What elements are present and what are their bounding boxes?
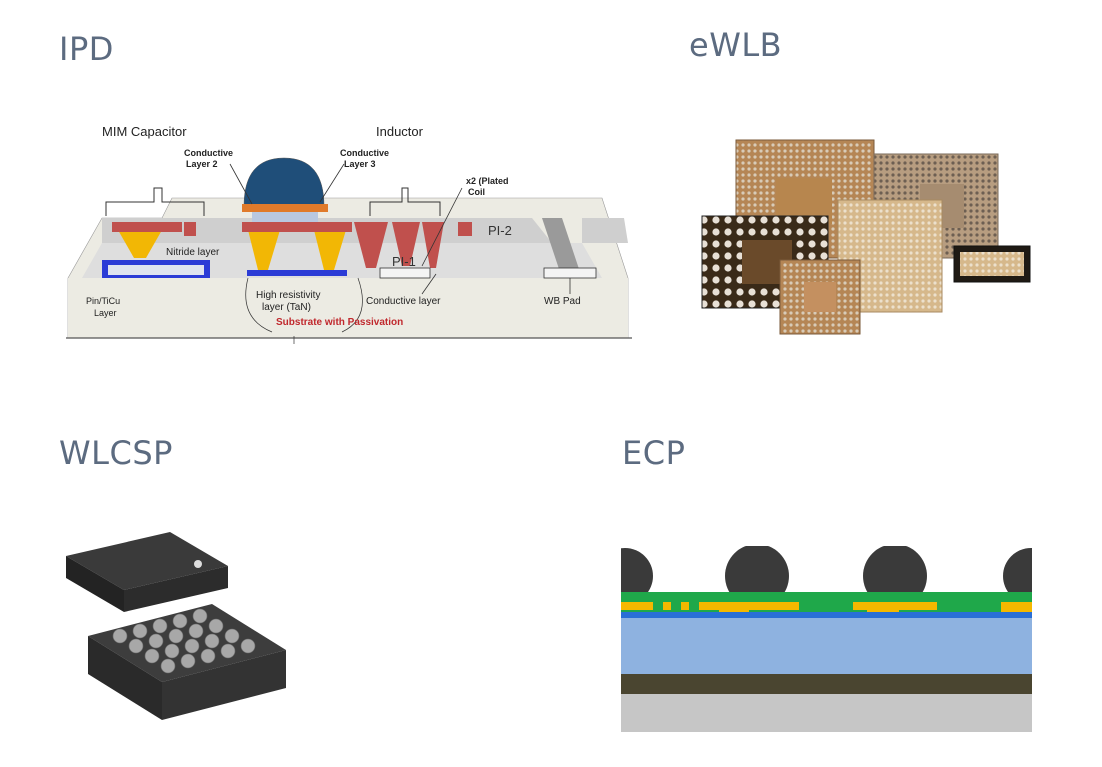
ipd-label-wbpad: WB Pad (544, 296, 581, 307)
wlcsp-image (66, 532, 286, 720)
ipd-label-mim: MIM Capacitor (102, 124, 187, 139)
ewlb-image (701, 139, 1031, 335)
ecp-yellow-pad-left (621, 602, 653, 610)
ipd-gold-funnel-3 (314, 230, 346, 270)
ecp-diagram (621, 546, 1032, 732)
ipd-label-conductive: Conductive layer (366, 296, 441, 307)
wlcsp-pin1-dot (194, 560, 202, 568)
ecp-yellow-dot-1 (663, 602, 671, 610)
ipd-leader-cond3 (319, 163, 345, 203)
ipd-pi-1-layer (82, 243, 602, 278)
ipd-label-pi1: PI-1 (392, 254, 416, 269)
ipd-gold-funnel-1 (118, 230, 162, 258)
ipd-mim-bracket (105, 187, 205, 216)
ipd-substrate-bracket (245, 277, 363, 333)
ipd-label-substrate: Substrate with Passivation (276, 317, 403, 328)
ecp-base-layer (621, 694, 1032, 732)
ewlb-chip-right-small-balls (960, 252, 1024, 276)
ipd-label-pi2: PI-2 (488, 223, 512, 238)
ipd-label-inductor: Inductor (376, 124, 424, 139)
ecp-dark-layer (621, 674, 1032, 694)
ewlb-heading: eWLB (689, 26, 783, 64)
ipd-pad-1 (379, 267, 431, 279)
wlcsp-top-chip-side-left (66, 556, 124, 612)
wlcsp-heading: WLCSP (59, 434, 173, 472)
ipd-blue-layer-left-inner (108, 265, 204, 275)
ipd-substrate-body (68, 278, 628, 338)
ipd-wb-pad (543, 267, 597, 279)
ipd-leader-coil (421, 187, 463, 267)
ecp-silicon-layer (621, 618, 1032, 674)
ipd-metal-small-1 (184, 222, 196, 236)
ipd-gold-funnel-2 (248, 230, 280, 270)
ipd-metal-top-left (112, 222, 182, 232)
ipd-solder-bump (243, 157, 325, 207)
ipd-label-nitride: Nitride layer (166, 247, 220, 258)
ipd-inductor-coil-2 (392, 222, 420, 266)
ecp-ball-1 (621, 548, 653, 604)
wlcsp-top-chip-side-right (124, 566, 228, 612)
ipd-right-step (542, 218, 582, 278)
ipd-heading: IPD (59, 30, 114, 68)
ecp-yellow-dot-2 (681, 602, 689, 610)
wlcsp-bottom-chip-side-left (88, 636, 162, 720)
ipd-blue-layer-mid (247, 270, 347, 276)
ecp-ball-4 (1003, 548, 1032, 604)
ipd-bump-ubm (242, 204, 328, 212)
ecp-heading: ECP (622, 434, 686, 472)
wlcsp-top-chip-face (66, 532, 228, 590)
ipd-leader-cond (421, 273, 437, 295)
wlcsp-bottom-chip-side-right (162, 650, 286, 720)
ewlb-chip-bottom-center-core (804, 282, 836, 312)
ipd-metal-top-mid (242, 222, 352, 232)
ipd-inductor-coil-1 (354, 222, 388, 268)
ipd-inductor-bracket (369, 187, 441, 216)
ipd-right-pillar (582, 218, 628, 243)
wlcsp-solder-balls (112, 608, 256, 674)
ipd-bump-base (252, 212, 318, 222)
ipd-leader-cond2 (229, 163, 253, 205)
ipd-metal-small-2 (458, 222, 472, 236)
ecp-blue-line (621, 612, 1032, 618)
